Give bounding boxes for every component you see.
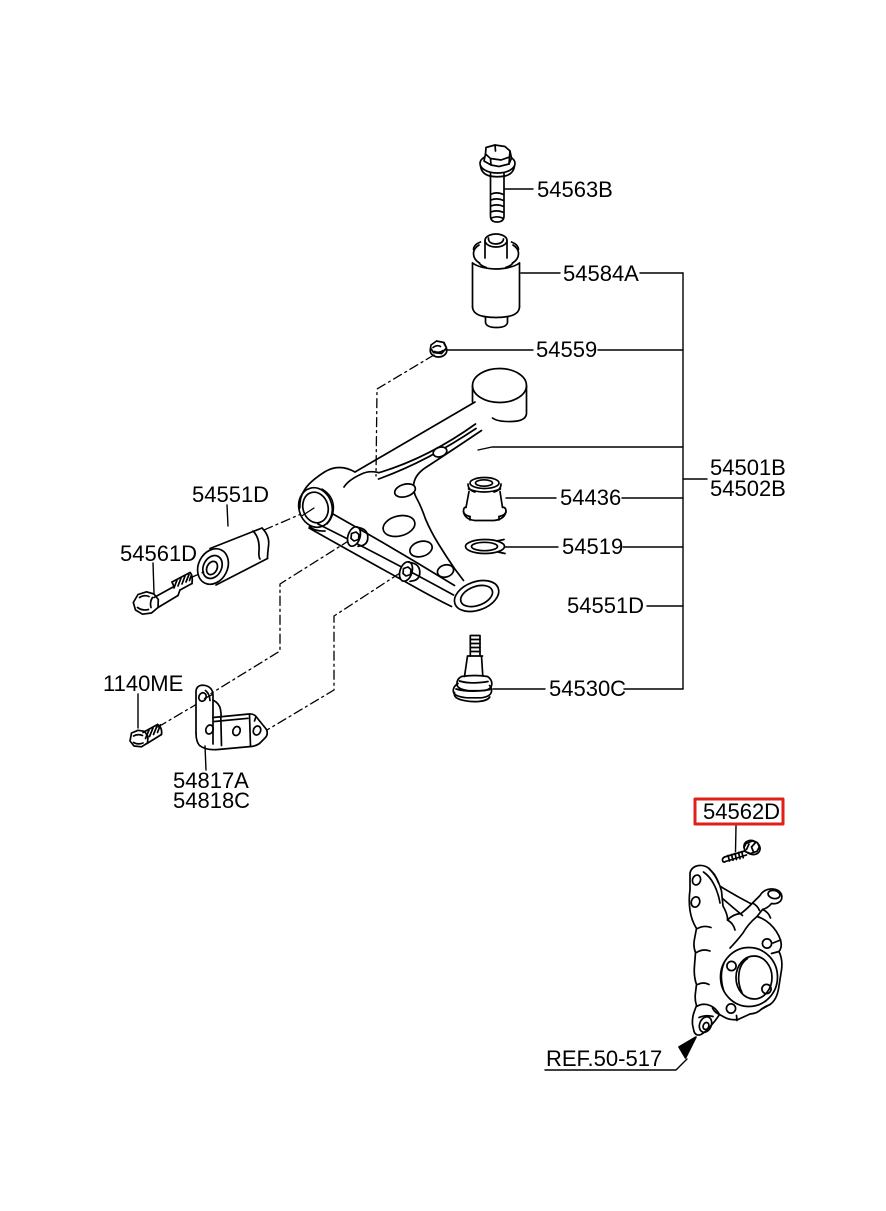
- svg-text:54559: 54559: [536, 337, 597, 362]
- svg-text:54519: 54519: [562, 534, 623, 559]
- svg-text:54551D: 54551D: [192, 482, 269, 507]
- svg-text:REF.50-517: REF.50-517: [546, 1046, 662, 1071]
- svg-text:1140ME: 1140ME: [103, 671, 183, 696]
- svg-text:54530C: 54530C: [549, 676, 626, 701]
- svg-text:54817A: 54817A: [173, 768, 249, 793]
- svg-text:54436: 54436: [560, 485, 621, 510]
- svg-text:54551D: 54551D: [567, 593, 644, 618]
- svg-text:54501B: 54501B: [710, 455, 786, 480]
- svg-text:54561D: 54561D: [120, 541, 197, 566]
- svg-text:54584A: 54584A: [563, 261, 639, 286]
- svg-text:54818C: 54818C: [173, 788, 250, 813]
- svg-text:54562D: 54562D: [703, 799, 780, 824]
- svg-text:54563B: 54563B: [537, 177, 613, 202]
- svg-text:54502B: 54502B: [710, 476, 786, 501]
